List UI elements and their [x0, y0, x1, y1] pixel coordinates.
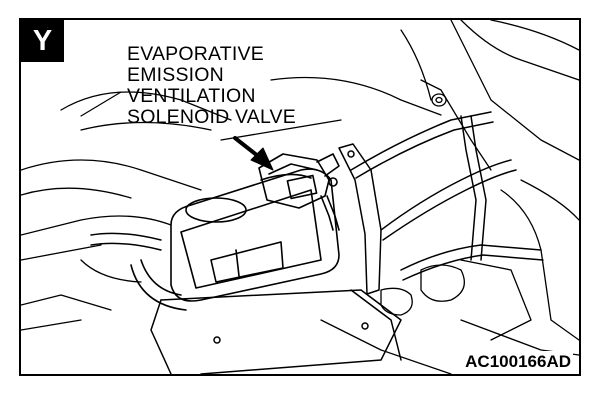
canister-body: [130, 168, 340, 311]
vacuum-hoses: [90, 111, 544, 281]
figure-code: AC100166AD: [459, 351, 573, 372]
illustration-frame: Y EVAPORATIVE EMISSION VENTILATION SOLEN…: [19, 18, 581, 376]
mounting-bracket: [150, 143, 402, 374]
callout-line-1: EVAPORATIVE: [127, 43, 264, 65]
label-leader-line: [80, 91, 122, 117]
callout-line-3: VENTILATION: [127, 85, 256, 107]
component-callout: EVAPORATIVE EMISSION VENTILATION SOLENOI…: [127, 44, 296, 128]
callout-line-4: SOLENOID VALVE: [127, 106, 296, 128]
arrow-icon: [233, 136, 274, 171]
view-label-badge: Y: [21, 20, 64, 62]
engine-compartment-drawing: [21, 20, 579, 374]
callout-line-2: EMISSION: [127, 64, 224, 86]
solenoid-valve: [258, 153, 340, 231]
